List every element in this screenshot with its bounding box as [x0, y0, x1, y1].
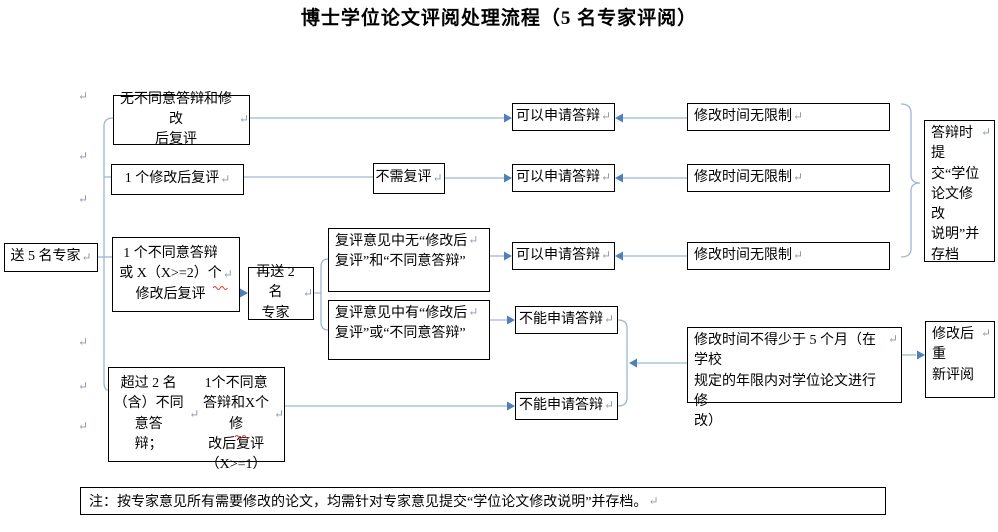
node-no-time-limit-3: 修改时间无限制↵ [687, 242, 890, 270]
node-resend-2-experts: 再送 2 名 专家↵ [248, 265, 314, 321]
spellcheck-squiggle [213, 286, 228, 290]
node-rereview-after-revision: 修改后重 新评阅↵ [925, 321, 995, 398]
paragraph-mark: ↵ [78, 419, 89, 433]
node-no-time-limit-2: 修改时间无限制↵ [687, 164, 890, 192]
paragraph-mark: ↵ [78, 335, 89, 349]
node-send-5-experts: 送 5 名专家↵ [4, 243, 98, 272]
resend-split-bracket [314, 258, 329, 331]
node-no-disagree-no-revision: 无不同意答辩和修改 后复评↵ [113, 92, 250, 147]
node-min-5-months-revision: 修改时间不得少于 5 个月（在学校 规定的年限内对学位论文进行修 改）↵ [687, 327, 902, 429]
node-submit-revision-statement-archive: 答辩时提 交“学位 论文修改 说明”并 存档↵ [924, 120, 995, 263]
left-bracket [103, 117, 114, 391]
archive-brace [900, 103, 921, 258]
node-can-apply-defense-3: 可以申请答辩↵ [512, 242, 615, 270]
paragraph-mark: ↵ [78, 379, 89, 393]
node-over-2-disagree: 超过 2 名（含）不同意答 辩；↵ 1个不同意答辩和X个修 改后复评（X>=1）… [108, 367, 285, 472]
h-merge-bracket [617, 319, 628, 407]
spellcheck-squiggle [235, 435, 250, 439]
node-can-apply-defense-1: 可以申请答辩↵ [512, 103, 615, 131]
node-can-apply-defense-2: 可以申请答辩↵ [512, 164, 615, 192]
node-one-revision-recheck: 1 个修改后复评↵ [111, 164, 244, 195]
node-recheck-without-negative: 复评意见中无“修改后 复评”和“不同意答辩”↵ [328, 228, 490, 292]
node-no-recheck-needed: 不需复评↵ [373, 163, 445, 194]
paragraph-mark: ↵ [78, 149, 89, 163]
paragraph-mark: ↵ [78, 89, 89, 103]
paragraph-mark: ↵ [78, 192, 89, 206]
node-recheck-with-negative: 复评意见中有“修改后 复评”或“不同意答辩”↵ [328, 300, 490, 360]
note-box: 注：按专家意见所有需要修改的论文，均需针对专家意见提交“学位论文修改说明”并存档… [80, 487, 886, 515]
page-title: 博士学位论文评阅处理流程（5 名专家评阅） [300, 8, 698, 29]
node-no-time-limit-1: 修改时间无限制↵ [687, 103, 890, 131]
arrowheads [240, 113, 925, 411]
node-cannot-apply-defense-2: 不能申请答辩↵ [515, 392, 618, 420]
node-one-disagree-or-x-revision: 1 个不同意答辩 或 X（X>=2）个 修改后复评↵ [112, 237, 240, 312]
node-cannot-apply-defense-1: 不能申请答辩↵ [515, 306, 618, 334]
